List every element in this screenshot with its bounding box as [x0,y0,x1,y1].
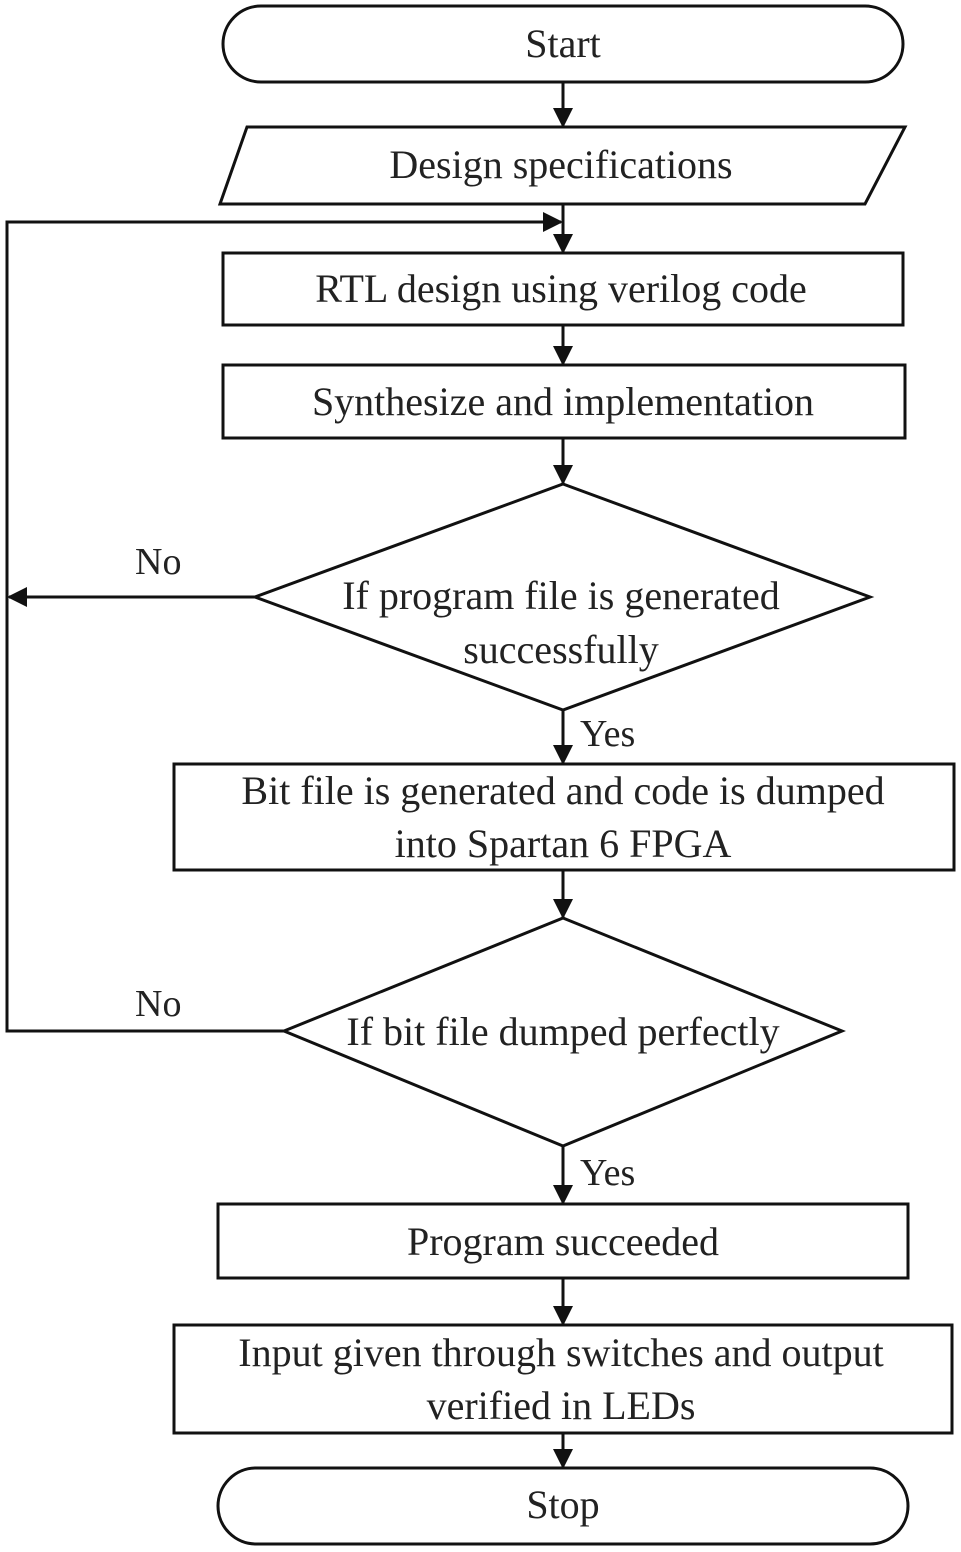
stop-label: Stop [526,1482,599,1527]
input-output-label-1: Input given through switches and output [238,1330,883,1375]
input-output-process [172,1323,954,1435]
program-succeeded-process [216,1202,910,1280]
loop-no-bitfile-to-rtl [5,212,563,1033]
bit-file-decision-label: If bit file dumped perfectly [346,1009,779,1054]
design-specs-io [217,125,908,206]
rtl-design-label: RTL design using verilog code [315,266,807,311]
bit-file-label-1: Bit file is generated and code is dumped [241,768,884,813]
program-succeeded-label: Program succeeded [407,1219,719,1264]
program-file-decision-label-1: If program file is generated [342,573,780,618]
synthesize-label: Synthesize and implementation [312,379,814,424]
yes-label-bitfile: Yes [580,1152,635,1194]
rtl-design-process [221,251,905,327]
program-file-decision-label-2: successfully [463,627,659,672]
bit-file-label-2: into Spartan 6 FPGA [395,821,732,866]
start-label: Start [525,21,601,66]
no-label-program: No [135,541,181,583]
input-output-label-2: verified in LEDs [427,1383,696,1428]
design-specs-label: Design specifications [389,142,732,187]
yes-label-program: Yes [580,713,635,755]
no-label-bitfile: No [135,983,181,1025]
